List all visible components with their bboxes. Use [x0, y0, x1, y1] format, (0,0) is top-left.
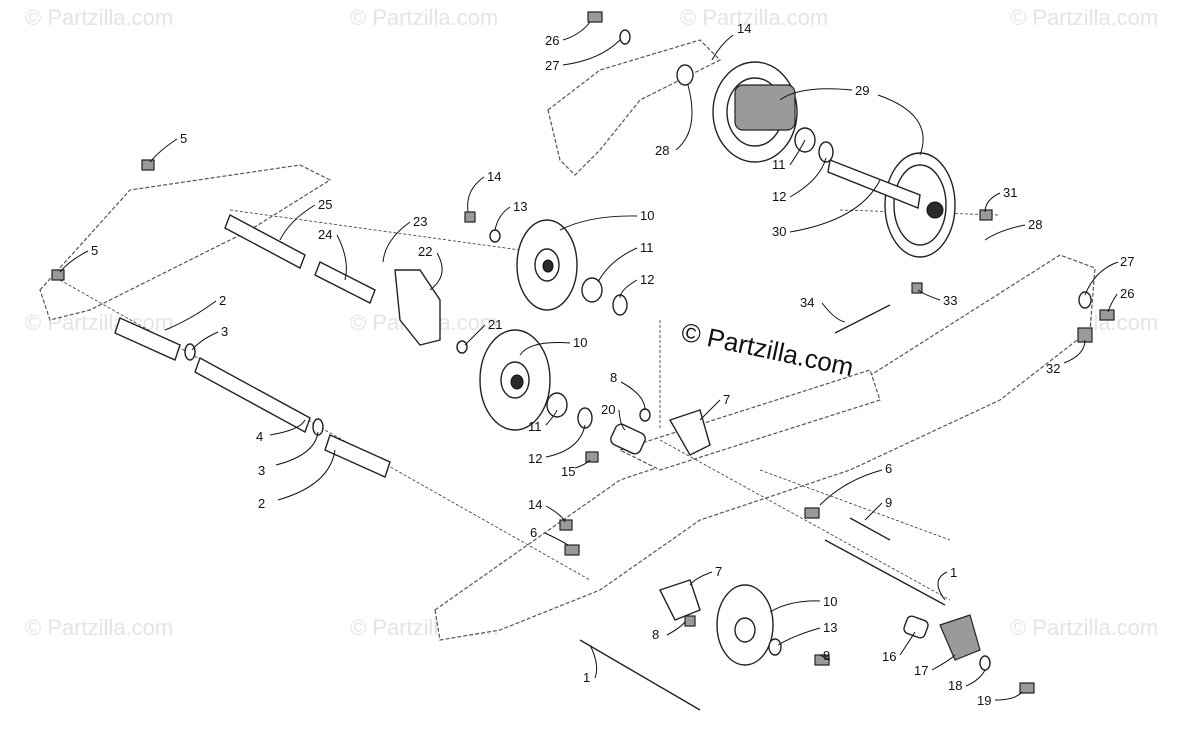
snap-rings — [577, 141, 834, 429]
callout-10: 10 — [640, 208, 654, 223]
watermark-tile: © Partzilla.com — [680, 5, 828, 30]
callout-21: 21 — [488, 317, 502, 332]
callout-12: 12 — [772, 189, 786, 204]
callout-25: 25 — [318, 197, 332, 212]
long-bolts — [579, 304, 946, 711]
callout-33: 33 — [943, 293, 957, 308]
callout-12c: 12 — [528, 451, 542, 466]
callout-31: 31 — [1003, 185, 1017, 200]
callout-labels: 26 27 14 29 28 11 12 31 28 30 5 14 13 10… — [59, 21, 1134, 708]
watermark-main: © Partzilla.com — [679, 317, 857, 383]
callout-30: 30 — [772, 224, 786, 239]
callout-9b: 9 — [823, 648, 830, 663]
watermark-tile: © Partzilla.com — [25, 615, 173, 640]
callout-20: 20 — [601, 402, 615, 417]
upper-rail-frame — [547, 39, 722, 176]
callout-11: 11 — [772, 157, 786, 172]
callout-11c: 11 — [528, 419, 542, 434]
callout-23: 23 — [413, 214, 427, 229]
bushing-20 — [610, 423, 646, 455]
callout-26: 26 — [545, 33, 559, 48]
callout-18: 18 — [948, 678, 962, 693]
callout-27: 27 — [545, 58, 559, 73]
callout-2b: 2 — [258, 496, 265, 511]
callout-5b: 5 — [91, 243, 98, 258]
watermark-tile: © Partzilla.com — [25, 5, 173, 30]
callout-3b: 3 — [258, 463, 265, 478]
callout-22: 22 — [418, 244, 432, 259]
callout-7: 7 — [723, 392, 730, 407]
watermark-tiles: © Partzilla.com © Partzilla.com © Partzi… — [25, 5, 1158, 640]
callout-15: 15 — [561, 464, 575, 479]
main-rail-frame — [434, 254, 1096, 641]
callout-7b: 7 — [715, 564, 722, 579]
axle-bracket-upper — [668, 409, 711, 456]
callout-10b: 10 — [573, 335, 587, 350]
callout-9: 9 — [885, 495, 892, 510]
callout-5: 5 — [180, 131, 187, 146]
callout-6b: 6 — [530, 525, 537, 540]
callout-1: 1 — [950, 565, 957, 580]
callout-26b: 26 — [1120, 286, 1134, 301]
callout-13b: 13 — [823, 620, 837, 635]
rear-axle-30 — [827, 159, 921, 209]
watermark-tile: © Partzilla.com — [1010, 615, 1158, 640]
callout-16: 16 — [882, 649, 896, 664]
bushing-16 — [903, 615, 929, 639]
callout-28b: 28 — [1028, 217, 1042, 232]
callout-12b: 12 — [640, 272, 654, 287]
callout-28: 28 — [655, 143, 669, 158]
callout-10c: 10 — [823, 594, 837, 609]
callout-17: 17 — [914, 663, 928, 678]
axle-bracket-lower — [659, 579, 701, 621]
watermark-tile: © Partzilla.com — [1010, 5, 1158, 30]
watermark-tile: © Partzilla.com — [350, 5, 498, 30]
pivot-arm — [394, 269, 441, 346]
callout-8b: 8 — [652, 627, 659, 642]
callout-11b: 11 — [640, 240, 654, 255]
callout-4: 4 — [256, 429, 263, 444]
callout-13: 13 — [513, 199, 527, 214]
callout-32: 32 — [1046, 361, 1060, 376]
callout-24: 24 — [318, 227, 332, 242]
left-rail-frame — [39, 164, 332, 321]
callout-14: 14 — [737, 21, 751, 36]
idler-wheel-upper — [516, 219, 578, 311]
idler-wheel-lower — [716, 584, 774, 666]
callout-19: 19 — [977, 693, 991, 708]
callout-29: 29 — [855, 83, 869, 98]
idler-wheel-middle — [479, 329, 551, 431]
callout-8: 8 — [610, 370, 617, 385]
callout-6: 6 — [885, 461, 892, 476]
rear-idler-wheel-large — [712, 61, 798, 163]
callout-14c: 14 — [528, 497, 542, 512]
callout-3: 3 — [221, 324, 228, 339]
spacer-washers — [184, 343, 324, 436]
rear-idler-wheel-outer — [884, 152, 956, 258]
callout-27b: 27 — [1120, 254, 1134, 269]
callout-1b: 1 — [583, 670, 590, 685]
spacer-tubes — [114, 214, 391, 478]
fasteners — [51, 11, 1115, 694]
callout-34: 34 — [800, 295, 814, 310]
callout-14b: 14 — [487, 169, 501, 184]
bracket-17 — [939, 614, 981, 661]
callout-2: 2 — [219, 293, 226, 308]
